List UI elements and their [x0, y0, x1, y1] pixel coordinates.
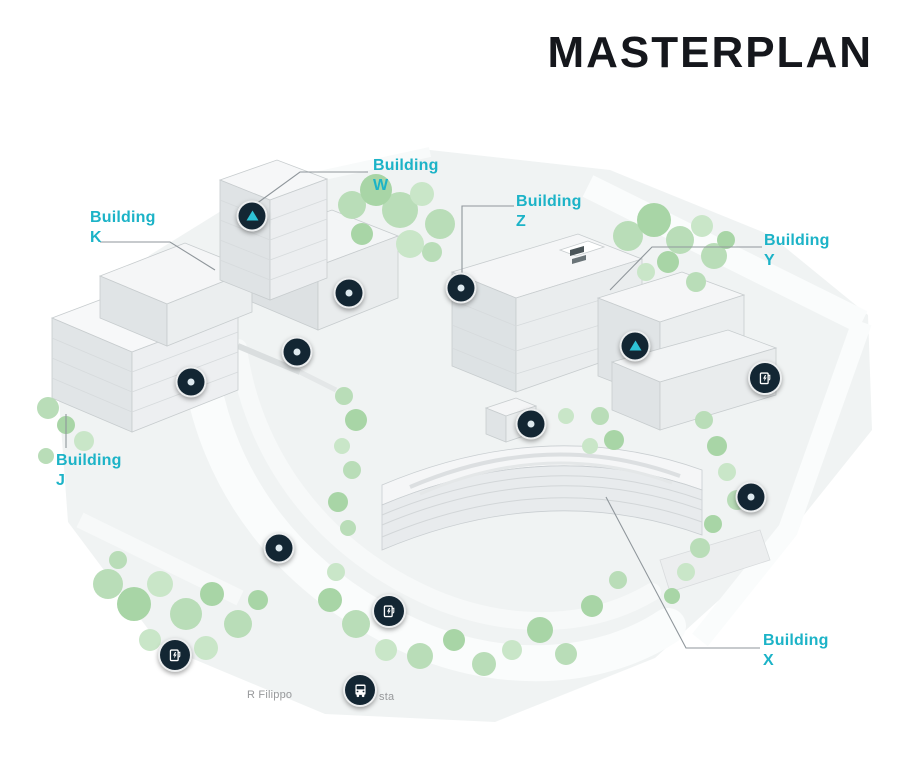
building-label-letter: Y [764, 252, 775, 269]
dot-icon [275, 544, 283, 552]
bus-icon [354, 684, 366, 697]
building-label-text: Building [90, 209, 156, 226]
street-label: R Filippo [247, 689, 292, 701]
bus-stop-marker[interactable] [343, 673, 377, 707]
poi-dot-marker[interactable] [515, 408, 547, 440]
building-label-y: Building Y [764, 231, 830, 271]
poi-dot-marker[interactable] [281, 336, 313, 368]
building-label-letter: Z [516, 213, 526, 230]
building-y-highlight-marker[interactable] [619, 330, 651, 362]
dot-icon [747, 493, 755, 501]
poi-dot-marker[interactable] [263, 532, 295, 564]
dot-icon [345, 289, 353, 297]
street-label-fragment: sta [379, 691, 394, 703]
building-label-text: Building [56, 452, 122, 469]
ev-charger-icon [169, 648, 180, 661]
callout-lines [65, 171, 762, 649]
dot-icon [293, 348, 301, 356]
building-label-text: Building [516, 193, 582, 210]
building-label-j: Building J [56, 451, 122, 491]
building-label-letter: K [90, 229, 102, 246]
building-label-letter: W [373, 177, 389, 194]
building-label-w: Building W [373, 156, 439, 196]
page-title: MASTERPLAN [547, 28, 873, 77]
dot-icon [457, 284, 465, 292]
street-label-text: R Filippo [247, 689, 293, 701]
street-label-text: sta [379, 691, 395, 703]
ev-charger-marker[interactable] [158, 638, 192, 672]
building-label-text: Building [763, 632, 829, 649]
building-w-highlight-marker[interactable] [236, 200, 268, 232]
building-label-letter: J [56, 472, 66, 489]
dot-icon [187, 378, 195, 386]
poi-dot-marker[interactable] [735, 481, 767, 513]
building-label-k: Building K [90, 208, 156, 248]
ev-charger-marker[interactable] [372, 594, 406, 628]
poi-dot-marker[interactable] [333, 277, 365, 309]
ev-charger-icon [759, 371, 770, 384]
building-label-z: Building Z [516, 192, 582, 232]
building-label-text: Building [373, 157, 439, 174]
building-label-x: Building X [763, 631, 829, 671]
ev-charger-marker[interactable] [748, 361, 782, 395]
poi-dot-marker[interactable] [445, 272, 477, 304]
building-label-letter: X [763, 652, 774, 669]
ev-charger-icon [383, 604, 394, 617]
triangle-icon [246, 210, 258, 221]
building-label-text: Building [764, 232, 830, 249]
poi-dot-marker[interactable] [175, 366, 207, 398]
triangle-icon [629, 340, 641, 351]
dot-icon [527, 420, 535, 428]
